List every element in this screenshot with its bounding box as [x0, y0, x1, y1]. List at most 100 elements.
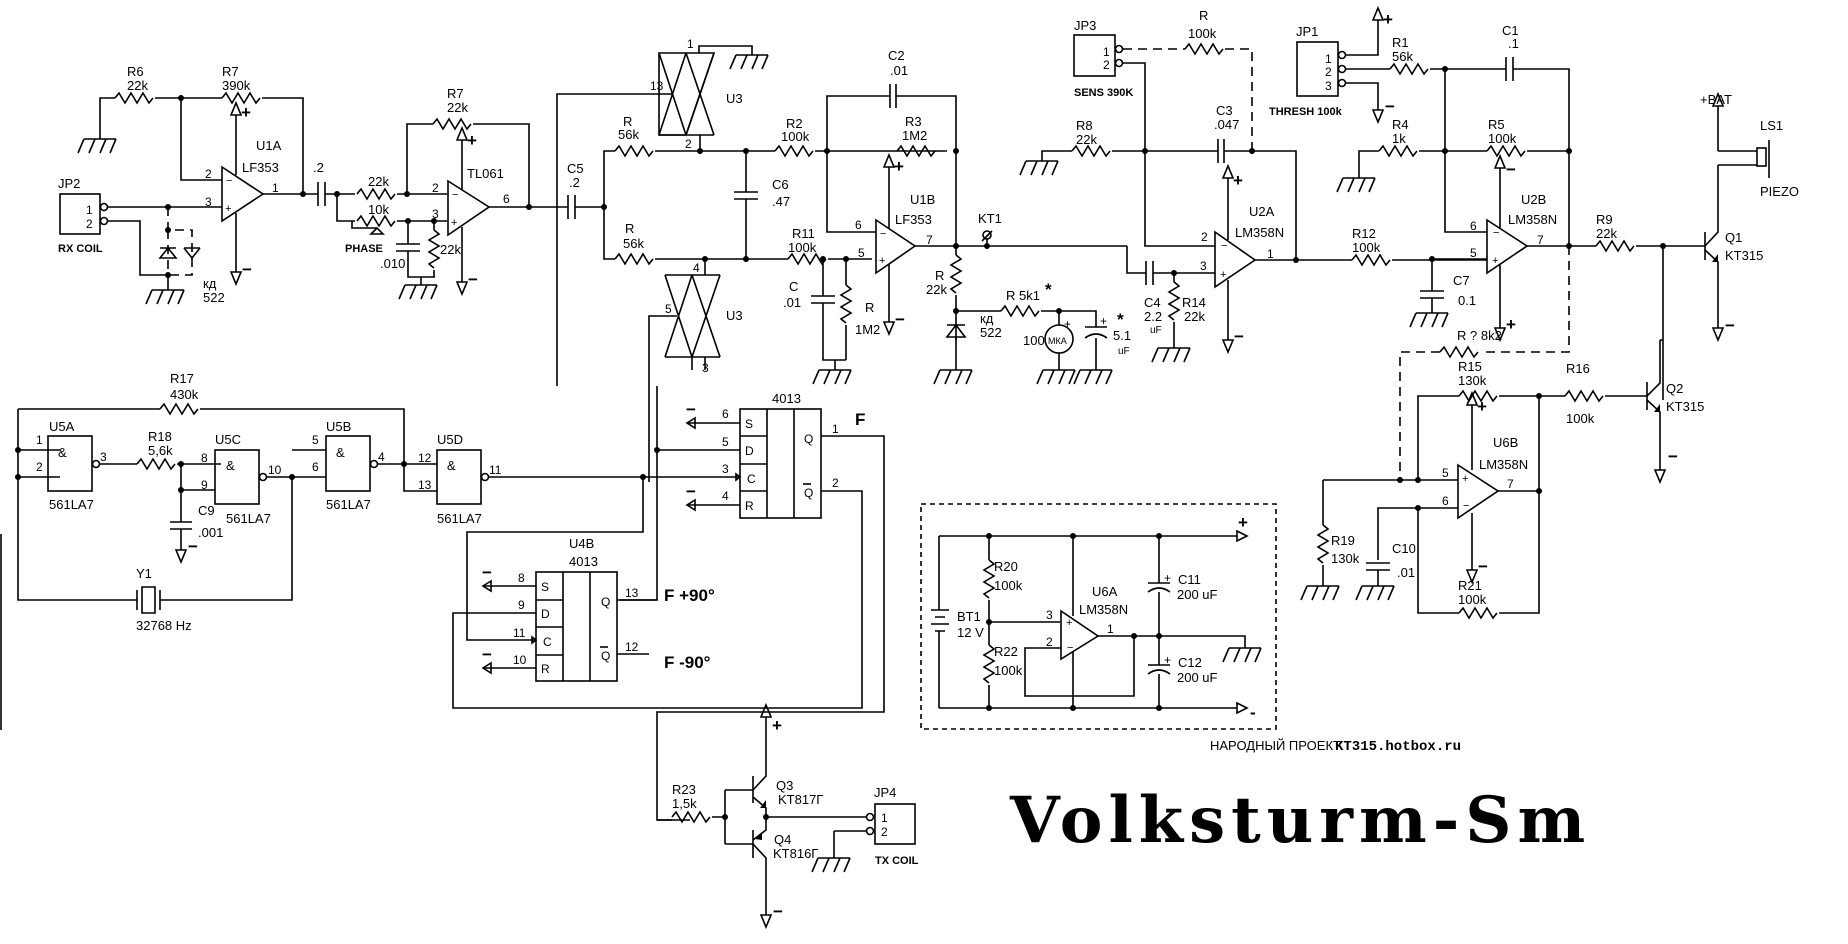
resistor-r12 — [1351, 254, 1391, 266]
schematic-label: Q3 — [776, 778, 793, 793]
gate-u5d — [436, 449, 482, 505]
schematic-label: 7 — [1507, 477, 1514, 491]
jp3-connector — [1073, 34, 1116, 77]
schematic-label: 3 — [1046, 608, 1053, 622]
schematic-label: 0.1 — [1458, 293, 1476, 308]
vplus-icon — [230, 102, 242, 126]
site-link[interactable]: KT315.hotbox.ru — [1335, 739, 1461, 755]
schematic-label: C7 — [1453, 273, 1470, 288]
schematic-label: 12 V — [957, 625, 984, 640]
schematic-label: C — [543, 635, 552, 649]
opamp-u6b — [1457, 463, 1500, 520]
ground-icon — [1073, 369, 1113, 385]
resistor-r17 — [159, 403, 199, 415]
schematic-label: + — [1164, 571, 1171, 585]
resistor-r6 — [114, 92, 154, 104]
resistor-r8 — [1071, 145, 1111, 157]
schematic-label: R19 — [1331, 533, 1355, 548]
schematic-label: 6 — [503, 192, 510, 206]
opamp-tl061 — [447, 179, 491, 237]
schematic-label: − — [686, 482, 696, 501]
ground-icon — [729, 54, 769, 70]
schematic-label: 2.2 — [1144, 309, 1162, 324]
vminus-icon — [1222, 329, 1234, 353]
resistor-r20 — [983, 559, 995, 599]
resistor-r18 — [136, 458, 176, 470]
schematic-label: + — [879, 255, 885, 267]
ground-icon — [811, 857, 851, 873]
schematic-label: R12 — [1352, 226, 1376, 241]
schematic-label: .47 — [772, 194, 790, 209]
resistor-r4 — [1378, 145, 1418, 157]
vminus-icon — [456, 271, 468, 295]
jp2-label: JP2 — [58, 176, 80, 191]
diode-type: кд — [203, 276, 217, 291]
schematic-label: U5B — [326, 419, 351, 434]
schematic-label: Q4 — [774, 832, 791, 847]
schematic-label: R ? 8k2 — [1457, 328, 1502, 343]
ground-icon — [77, 138, 117, 154]
schematic-label: + — [1462, 473, 1468, 485]
schematic-label: C6 — [772, 177, 789, 192]
ground-icon — [812, 369, 852, 385]
schematic-label: 100 — [1023, 333, 1045, 348]
schematic-label: R7 — [447, 86, 464, 101]
schematic-label: 3 — [1325, 79, 1332, 93]
schematic-label: U6A — [1092, 584, 1118, 599]
schematic-label: S — [745, 417, 753, 431]
resistor-r21 — [1458, 607, 1498, 619]
schematic-label: 4 — [722, 489, 729, 503]
schematic-label: 22k — [440, 242, 461, 257]
schematic-label: LM358N — [1235, 225, 1284, 240]
schematic-label: Y1 — [136, 566, 152, 581]
schematic-label: 1 — [1107, 622, 1114, 636]
gate-u5a — [47, 435, 93, 492]
vminus-icon — [230, 261, 242, 285]
schematic-label: 5 — [1442, 466, 1449, 480]
schematic-label: R16 — [1566, 361, 1590, 376]
schematic-label: 6 — [1442, 494, 1449, 508]
schematic-label: 2 — [1046, 635, 1053, 649]
schematic-label: − — [482, 645, 492, 664]
schematic-label: C11 — [1178, 572, 1201, 587]
psu-box — [920, 503, 1277, 730]
thresh-label: THRESH 100k — [1269, 106, 1343, 118]
schematic-label: & — [58, 445, 67, 460]
schematic-label: 13 — [625, 586, 639, 600]
sens-label: SENS 390K — [1074, 87, 1133, 99]
opamp-u2b — [1486, 218, 1529, 275]
schematic-label: C4 — [1144, 295, 1161, 310]
schematic-label: − — [895, 310, 905, 329]
schematic-label: - — [1250, 703, 1256, 722]
schematic-label: 4 — [378, 450, 385, 464]
schematic-label: 1 — [881, 811, 888, 825]
schematic-label: + — [451, 217, 457, 229]
schematic-label: C9 — [198, 503, 215, 518]
schematic-label: − — [1493, 227, 1499, 239]
bat-label: +BAT — [1700, 92, 1732, 107]
schematic-label: 5,6k — [148, 443, 173, 458]
r7a-label: R7 — [222, 64, 239, 79]
phase-pot[interactable] — [356, 215, 396, 227]
schematic-label: C5 — [567, 161, 584, 176]
schematic-label: 9 — [518, 598, 525, 612]
schematic-label: 1k — [1392, 131, 1406, 146]
schematic-label: 100k — [1458, 592, 1487, 607]
opamp-u6a — [1060, 609, 1100, 661]
gate-u5b — [325, 435, 371, 492]
schematic-label: R21 — [1458, 578, 1482, 593]
schematic-label: LF353 — [895, 212, 932, 227]
schematic-label: 5 — [858, 246, 865, 260]
schematic-label: R5 — [1488, 117, 1505, 132]
c-in-value: .2 — [313, 160, 324, 175]
schematic-label: 2 — [1201, 230, 1208, 244]
schematic-label: 2 — [881, 825, 888, 839]
schematic-label: 2 — [1325, 65, 1332, 79]
ground-icon — [1336, 177, 1376, 193]
jp2-pin2: 2 — [86, 217, 93, 231]
schematic-label: + — [467, 131, 477, 150]
